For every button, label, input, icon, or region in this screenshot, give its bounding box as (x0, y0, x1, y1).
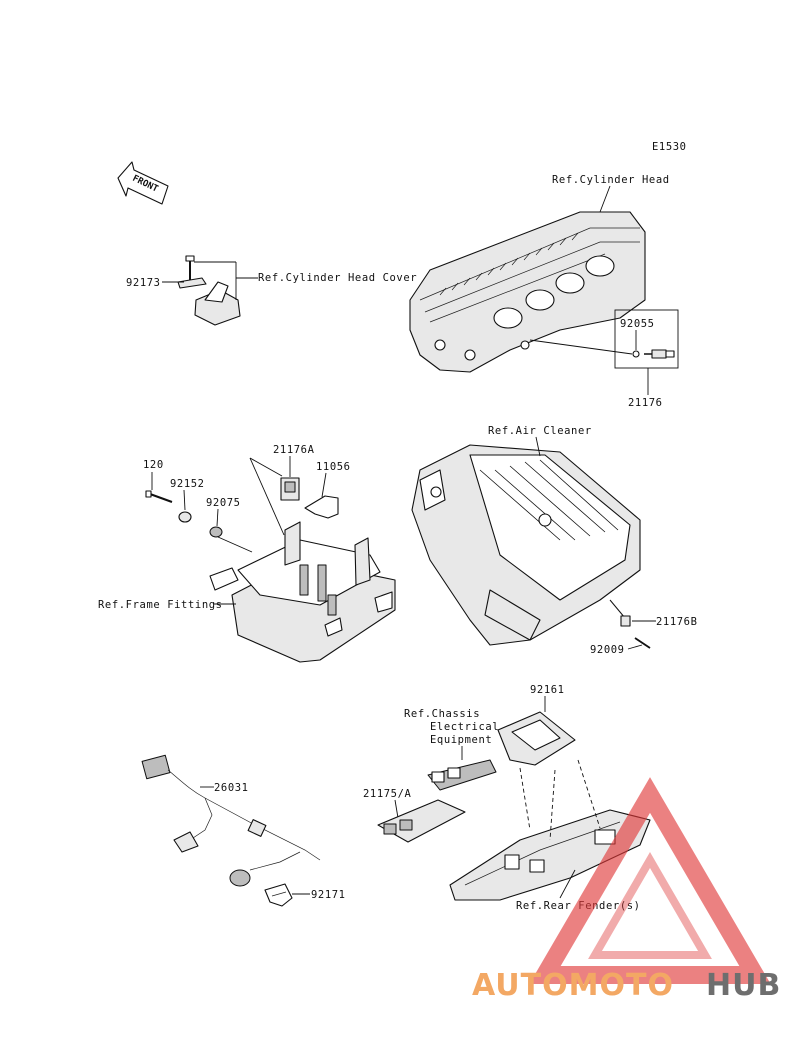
bracket-11056-illustration (304, 495, 339, 519)
ref-cylinder-head-cover-label: Ref.Cylinder Head Cover (258, 272, 417, 284)
callout-box-21176 (614, 309, 679, 369)
ref-cylinder-head-label: Ref.Cylinder Head (552, 174, 670, 186)
clamp-92171-illustration (264, 883, 293, 907)
part-92173-label: 92173 (126, 277, 161, 289)
part-92171-label: 92171 (311, 889, 346, 901)
part-92055-label: 92055 (620, 318, 655, 330)
sensor-21176b-illustration (609, 599, 651, 649)
part-11056-label: 11056 (316, 461, 351, 473)
part-92161-label: 92161 (530, 684, 565, 696)
temperature-sensor-illustration (644, 349, 675, 359)
automotohub-watermark: AUTOMOTO HUB (472, 777, 781, 1003)
part-92009-label: 92009 (590, 644, 625, 656)
ref-air-cleaner-label: Ref.Air Cleaner (488, 425, 592, 437)
connector-block-illustration (427, 759, 497, 791)
rear-fender-illustration (449, 809, 651, 901)
ecu-holder-92161-illustration (497, 711, 576, 766)
ref-chassis-label-2: Electrical (430, 721, 499, 733)
ref-chassis-label-1: Ref.Chassis (404, 708, 480, 720)
part-21175a-label: 21175/A (363, 788, 412, 800)
o-ring-icon (632, 350, 640, 358)
cam-sensor-illustration (177, 255, 241, 326)
watermark-text-part1: AUTOMOTO (472, 968, 674, 1003)
part-26031-label: 26031 (214, 782, 249, 794)
part-21176b-label: 21176B (656, 616, 698, 628)
diagram-code: E1530 (652, 141, 687, 153)
part-92075-label: 92075 (206, 497, 241, 509)
bolt-120-icon (145, 490, 173, 503)
bracket-tray-illustration (209, 521, 396, 663)
sensor-21176a-illustration (280, 477, 300, 501)
front-arrow-icon: FRONT (117, 161, 169, 205)
collar-92152-icon (178, 511, 192, 523)
air-cleaner-illustration (411, 444, 641, 646)
part-21176a-label: 21176A (273, 444, 315, 456)
part-120-label: 120 (143, 459, 164, 471)
part-92152-label: 92152 (170, 478, 205, 490)
wiring-harness-illustration (141, 754, 321, 887)
grommet-92075-icon (209, 526, 223, 538)
watermark-text-part2: HUB (706, 968, 781, 1003)
ecu-21175a-illustration (377, 799, 466, 843)
watermark-triangle-logo (529, 777, 771, 984)
ref-chassis-label-3: Equipment (430, 734, 492, 746)
ref-frame-fittings-label: Ref.Frame Fittings (98, 599, 223, 611)
cylinder-head-illustration (409, 211, 646, 373)
part-21176-label: 21176 (628, 397, 663, 409)
